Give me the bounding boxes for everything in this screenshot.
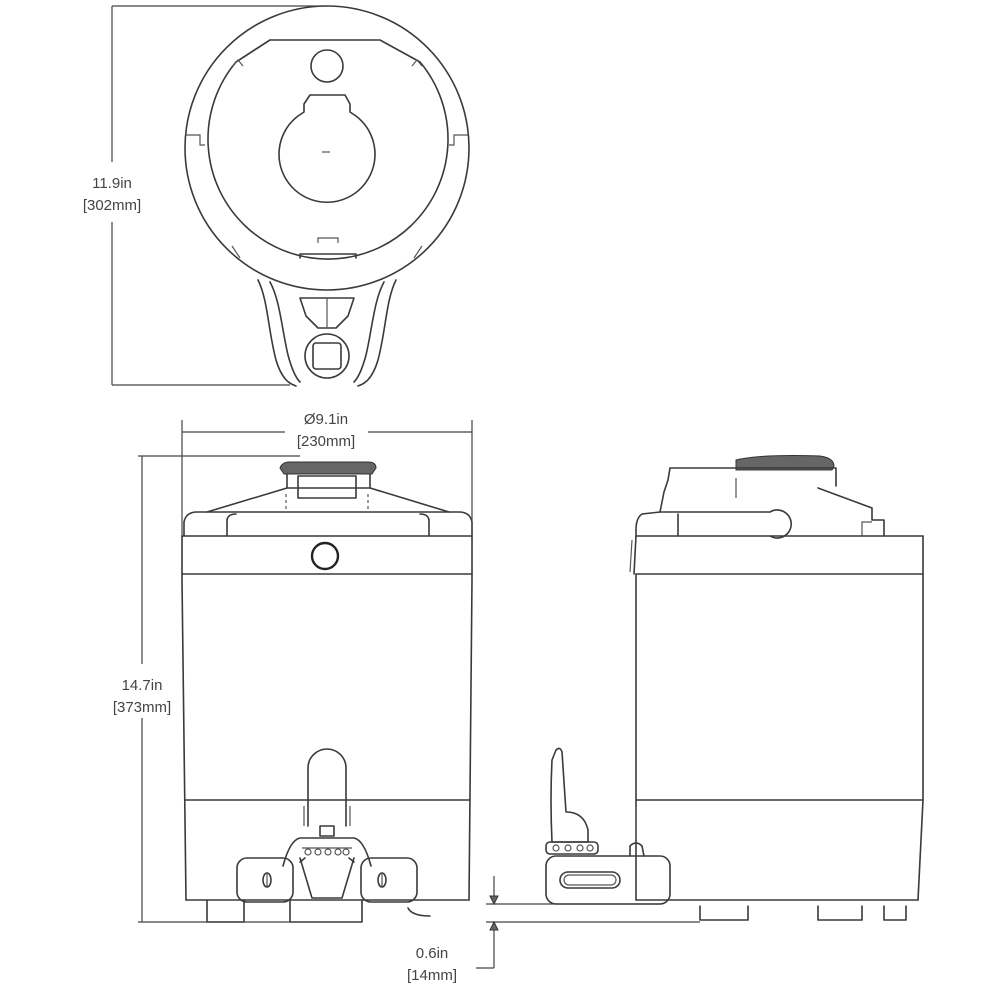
- dimension-top-depth: 11.9in [302mm]: [83, 5, 327, 386]
- top-view: [184, 5, 470, 387]
- dim-top-depth-metric: [302mm]: [83, 197, 141, 214]
- front-view: [181, 461, 473, 923]
- dimension-base-clearance: 0.6in [14mm]: [407, 876, 700, 984]
- dimension-height: 14.7in [373mm]: [113, 455, 300, 923]
- side-view: [545, 455, 924, 921]
- dim-clearance-metric: [14mm]: [407, 967, 457, 984]
- dim-diameter-imperial: Ø9.1in: [304, 411, 348, 428]
- dim-top-depth-imperial: 11.9in: [92, 175, 132, 192]
- dim-height-imperial: 14.7in: [122, 677, 163, 694]
- dim-clearance-imperial: 0.6in: [416, 945, 449, 962]
- dimension-diameter: Ø9.1in [230mm]: [181, 411, 473, 536]
- dim-diameter-metric: [230mm]: [297, 433, 355, 450]
- dim-height-metric: [373mm]: [113, 699, 171, 716]
